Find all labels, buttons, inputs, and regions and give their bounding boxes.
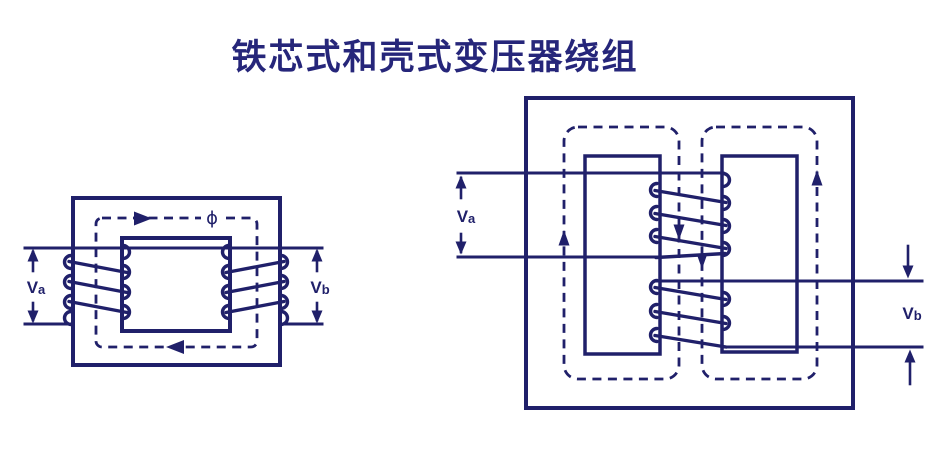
- arrow-up-icon: [27, 248, 39, 262]
- arrow-up-icon: [455, 175, 467, 189]
- va-label: Va: [457, 207, 476, 226]
- shell-core-outline: [524, 96, 855, 410]
- flux-arrow-left-icon: [166, 340, 184, 354]
- figure-title: 铁芯式和壳式变压器绕组: [231, 38, 639, 77]
- shell-type-transformer-diagram: Va Vb: [455, 96, 924, 410]
- arrow-down-icon: [27, 310, 39, 324]
- secondary-winding-coil: [220, 243, 290, 327]
- core-type-transformer-diagram: ɸ: [23, 196, 330, 367]
- va-label: Va: [27, 278, 46, 297]
- shell-window-left: [583, 154, 662, 356]
- flux-label-gap: [201, 211, 223, 225]
- arrow-down-icon: [311, 310, 323, 324]
- va-dimension: Va: [27, 248, 46, 324]
- primary-winding-coil: [648, 171, 732, 260]
- secondary-winding-coil: [648, 278, 732, 349]
- wires: [456, 171, 924, 349]
- arrow-up-icon: [904, 349, 916, 363]
- vb-dimension: Vb: [902, 244, 922, 386]
- flux-arrow-up-icon: [558, 230, 570, 246]
- primary-winding-coil: [62, 243, 132, 327]
- flux-phi-label: ɸ: [206, 208, 218, 229]
- wires: [23, 246, 324, 326]
- flux-dashed-loop-left: [562, 125, 681, 381]
- vb-label: Vb: [902, 304, 921, 323]
- flux-paths: [558, 125, 823, 381]
- vb-label: Vb: [310, 278, 329, 297]
- flux-arrow-down-icon: [673, 224, 685, 240]
- flux-path: ɸ: [94, 208, 259, 354]
- flux-dashed-loop-right: [700, 125, 819, 381]
- core-window: [120, 236, 232, 333]
- arrow-down-icon: [902, 265, 914, 279]
- va-dimension: Va: [455, 175, 476, 255]
- flux-arrow-right-icon: [134, 211, 152, 226]
- flux-arrow-up-icon: [811, 170, 823, 186]
- shell-window-right: [720, 154, 799, 354]
- arrow-down-icon: [455, 241, 467, 255]
- vb-dimension: Vb: [310, 248, 330, 324]
- flux-arrow-down-icon: [696, 253, 708, 269]
- arrow-up-icon: [311, 248, 323, 262]
